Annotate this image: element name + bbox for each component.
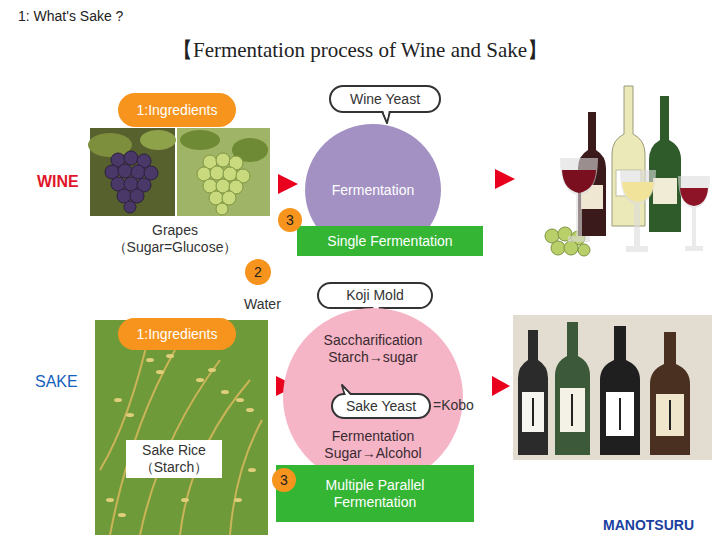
node-text: Saccharification — [283, 332, 463, 349]
purple-grapes-photo — [88, 128, 176, 216]
fermentation-band: Multiple Parallel Fermentation — [276, 465, 474, 522]
arrow-head — [278, 174, 298, 194]
node-text: 2 — [254, 264, 262, 281]
ingredient-caption: Sake Rice （Starch） — [126, 440, 222, 478]
sake-bottles-photo — [513, 315, 712, 460]
circle-fill — [272, 468, 296, 492]
ingredient-label: Water — [244, 296, 281, 313]
node-text: Multiple Parallel Fermentation — [300, 477, 450, 511]
green-grapes-photo — [177, 128, 270, 216]
yeast-note: =Kobo — [433, 397, 474, 414]
step-number: 3 — [278, 208, 302, 232]
ingredients-oval: 1:Ingredients — [118, 318, 236, 350]
step-number: 3 — [272, 468, 296, 492]
band-fill — [297, 226, 483, 256]
callout-bubble: Koji Mold — [318, 283, 432, 308]
circle-fill — [245, 259, 271, 285]
arrow-head — [492, 376, 510, 396]
node-text: Sugar→Alcohol — [283, 445, 463, 462]
ingredient-caption: Grapes （Sugar=Glucose） — [105, 222, 245, 256]
node-text: 1:Ingredients — [137, 326, 218, 343]
step-number: 2 — [245, 259, 271, 285]
bubble-body — [332, 394, 430, 418]
callout-bubble: Wine Yeast — [330, 86, 440, 112]
node-text: Sake Yeast — [346, 398, 416, 415]
node-text: 1:Ingredients — [137, 102, 218, 119]
arrow-head — [495, 169, 515, 189]
node-text: 3 — [280, 472, 288, 489]
brand-label: MANOTSURU — [603, 517, 694, 534]
circle-fill — [278, 208, 302, 232]
oval-fill — [118, 93, 236, 127]
node-text: Koji Mold — [346, 287, 404, 304]
section-label: WINE — [37, 172, 79, 191]
callout-bubble: Sake Yeast — [332, 394, 430, 418]
node-text: Wine Yeast — [350, 91, 420, 108]
node-text: 3 — [286, 212, 294, 229]
oval-fill — [118, 318, 236, 350]
diagram-title: 【Fermentation process of Wine and Sake】 — [0, 36, 720, 64]
ingredients-oval: 1:Ingredients — [118, 93, 236, 127]
node-text: Fermentation — [283, 428, 463, 445]
node-text: Fermentation — [332, 182, 414, 199]
page-heading: 1: What's Sake ? — [18, 8, 123, 25]
node-text: Starch→sugar — [283, 349, 463, 366]
node-text: Single Fermentation — [327, 233, 452, 250]
band-fill — [276, 465, 474, 522]
rice-photo — [95, 320, 268, 535]
section-label: SAKE — [35, 372, 78, 391]
fermentation-band: Single Fermentation — [297, 226, 483, 256]
wine-bottles-photo — [545, 86, 710, 256]
